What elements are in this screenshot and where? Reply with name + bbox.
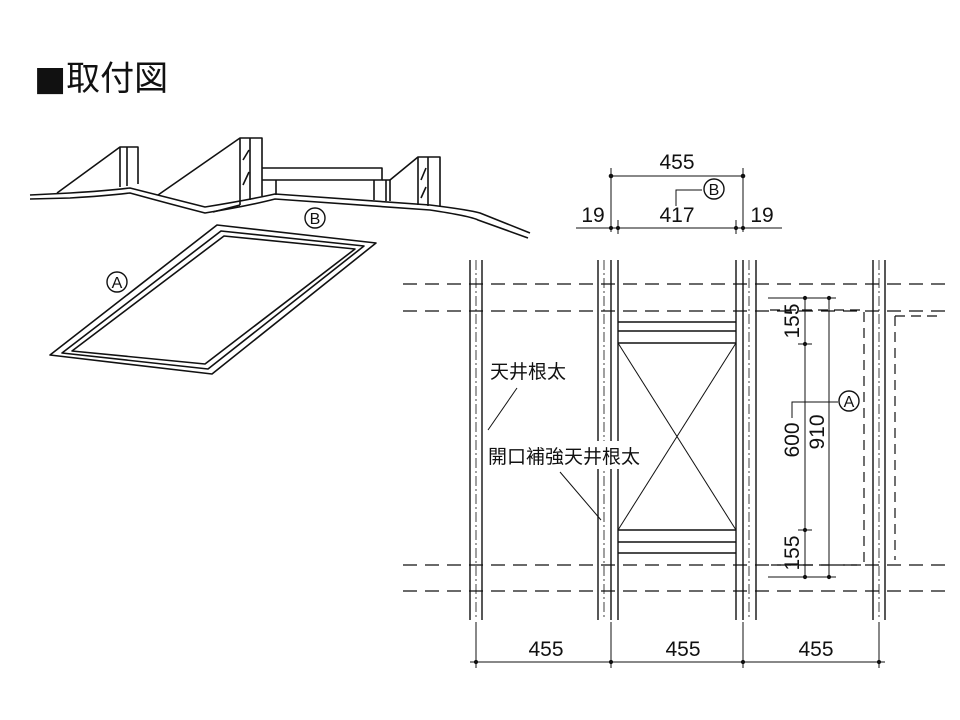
leader-joist — [487, 387, 518, 431]
frame-outline-dashed — [770, 309, 940, 566]
marker-a-perspective: A — [106, 271, 128, 293]
dim-top-middle: 417 — [659, 204, 694, 227]
opening-blocking — [618, 321, 736, 554]
svg-text:B: B — [310, 211, 321, 228]
dim-left-bottom: 155 — [781, 535, 804, 570]
perspective-trimmer — [262, 167, 391, 201]
bottom-dimensions — [470, 622, 885, 668]
dim-top-left: 19 — [581, 204, 604, 227]
marker-b-plan: B — [703, 178, 725, 200]
vertical-dimensions — [768, 295, 838, 580]
beam-lines — [403, 283, 945, 592]
label-opening-joist: 開口補強天井根太 — [488, 446, 640, 468]
perspective-joist-2 — [157, 137, 263, 213]
ceiling-edge-upper — [29, 187, 531, 234]
marker-b-perspective: B — [304, 207, 326, 229]
page-title: ■取付図 — [34, 59, 168, 99]
plan-joists — [469, 260, 886, 620]
perspective-joist-3 — [389, 156, 441, 207]
svg-text:B: B — [709, 182, 720, 199]
joist-label-bg — [488, 356, 584, 384]
ceiling-edge-lower — [29, 192, 529, 239]
dim-left-top: 155 — [781, 303, 804, 338]
dim-top-right: 19 — [750, 204, 773, 227]
leader-opening-joist — [559, 471, 602, 521]
label-joist: 天井根太 — [490, 361, 566, 383]
opening-joist-label-bg — [486, 441, 656, 469]
frame-ring — [49, 224, 377, 375]
dim-inner: 600 — [781, 422, 804, 457]
marker-a-plan: A — [838, 390, 860, 412]
svg-text:A: A — [844, 394, 855, 411]
perspective-view — [29, 137, 531, 375]
dim-bottom-2: 455 — [665, 638, 700, 661]
svg-text:A: A — [112, 275, 123, 292]
dim-bottom-3: 455 — [798, 638, 833, 661]
top-dimensions — [576, 168, 782, 234]
dim-outer: 910 — [806, 414, 829, 449]
ceiling-opening — [617, 342, 737, 531]
dim-top-overall: 455 — [659, 151, 694, 174]
perspective-joist-1 — [56, 146, 139, 194]
dim-bottom-1: 455 — [528, 638, 563, 661]
